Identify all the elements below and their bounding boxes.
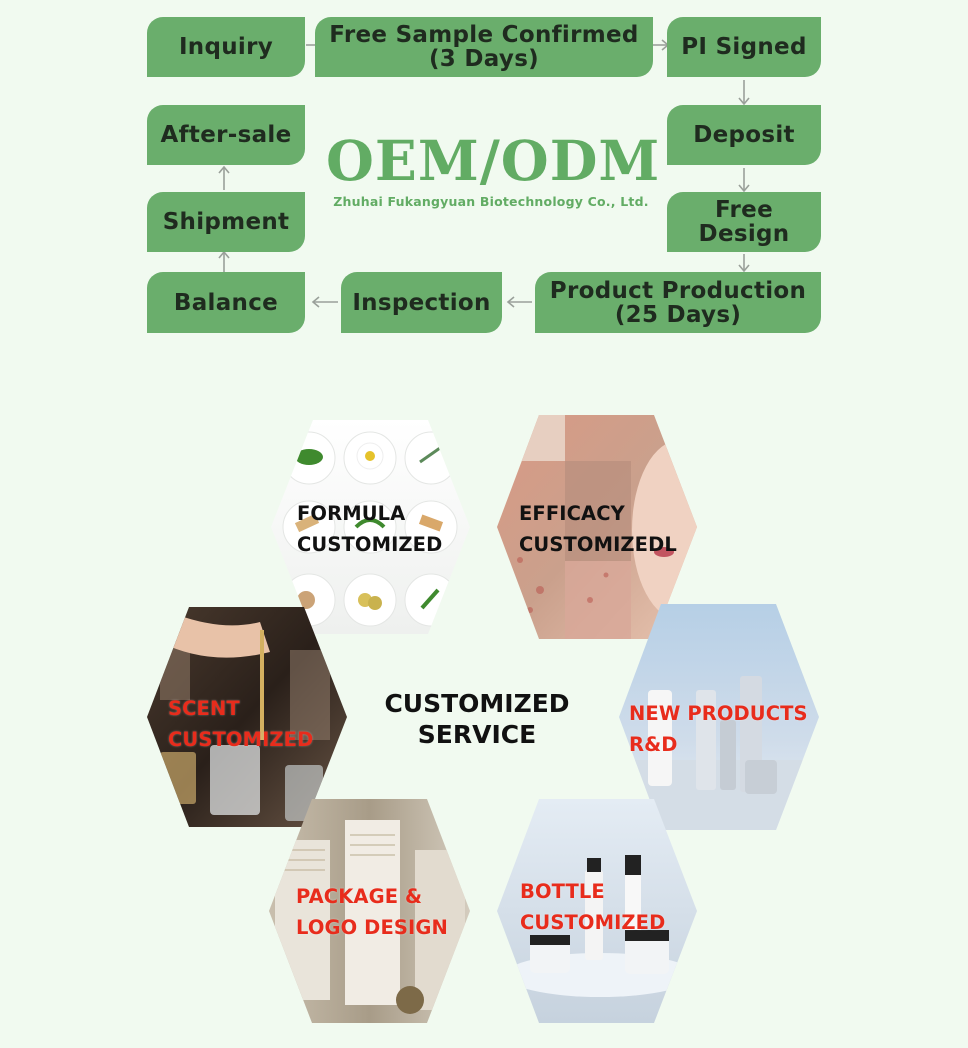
hex-bottle-image <box>497 799 697 1023</box>
step-label: Shipment <box>162 209 290 235</box>
label-scent-customized: SCENT CUSTOMIZED <box>168 697 314 751</box>
arrow-production-to-inspection <box>506 296 532 308</box>
arrow-inspection-to-balance <box>311 296 338 308</box>
arrow-design-to-production <box>738 254 750 273</box>
step-free-design: Free Design <box>667 192 821 252</box>
label-efficacy-customized: EFFICACY CUSTOMIZEDL <box>519 502 677 556</box>
arrow-pi-to-deposit <box>738 80 750 106</box>
brand-block: OEM/ODM Zhuhai Fukangyuan Biotechnology … <box>326 128 661 210</box>
hex-new-products-image <box>619 604 819 830</box>
arrow-deposit-to-design <box>738 168 750 193</box>
step-deposit: Deposit <box>667 105 821 165</box>
step-pi-signed: PI Signed <box>667 17 821 77</box>
step-after-sale: After-sale <box>147 105 305 165</box>
step-free-sample: Free Sample Confirmed (3 Days) <box>315 17 653 77</box>
label-formula-customized: FORMULA CUSTOMIZED <box>297 502 443 556</box>
step-label: After-sale <box>160 122 292 148</box>
label-new-products-rd: NEW PRODUCTS R&D <box>629 702 808 756</box>
flow-arrows <box>218 39 750 308</box>
step-label: Balance <box>173 289 279 316</box>
step-label: Inquiry <box>178 34 274 60</box>
hex-efficacy-image <box>497 415 697 639</box>
step-label: Deposit <box>693 122 795 148</box>
customized-service-title: CUSTOMIZED SERVICE <box>384 689 570 749</box>
step-label: Free Sample Confirmed (3 Days) <box>329 22 639 72</box>
step-balance: Balance <box>147 272 305 333</box>
label-package-logo-design: PACKAGE & LOGO DESIGN <box>296 885 448 939</box>
hex-scent-image <box>147 607 347 827</box>
step-label: Inspection <box>352 289 491 316</box>
step-inspection: Inspection <box>341 272 502 333</box>
step-shipment: Shipment <box>147 192 305 252</box>
brand-title: OEM/ODM <box>326 128 661 193</box>
step-inquiry: Inquiry <box>147 17 305 77</box>
arrow-balance-to-shipment <box>218 250 230 272</box>
company-name: Zhuhai Fukangyuan Biotechnology Co., Ltd… <box>333 194 649 209</box>
step-product-production: Product Production (25 Days) <box>535 272 821 333</box>
step-label: PI Signed <box>681 34 807 60</box>
arrow-shipment-to-aftersale <box>218 165 230 190</box>
step-label: Free Design <box>698 197 790 247</box>
step-label: Product Production (25 Days) <box>549 277 807 328</box>
label-bottle-customized: BOTTLE CUSTOMIZED <box>520 880 666 934</box>
